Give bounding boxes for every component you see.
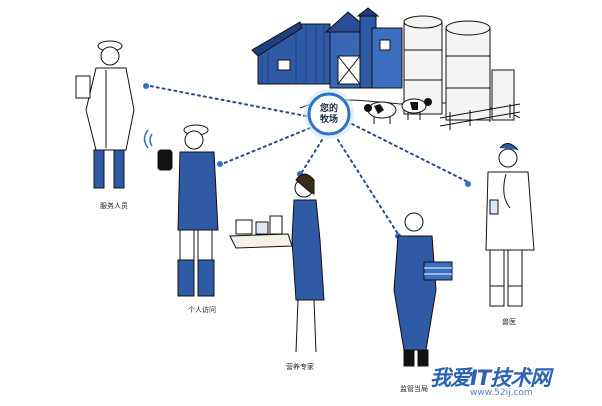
- connector-visit: [221, 127, 311, 165]
- connector-vet: [351, 123, 469, 183]
- label-nutrition: 营养专家: [286, 363, 314, 371]
- label-service: 服务人员: [100, 202, 128, 210]
- barn-illustration: [251, 7, 403, 89]
- connector-manager: [337, 139, 399, 235]
- label-manager: 监管当局: [400, 385, 428, 393]
- farm-hub: [304, 89, 354, 139]
- vet-illustration: [485, 143, 535, 307]
- service-person-illustration: [75, 40, 135, 189]
- regulator-illustration: [393, 212, 453, 367]
- watermark-text: 我爱IT技术网: [430, 366, 551, 390]
- label-visit: 个人访问: [188, 306, 216, 314]
- watermark-url: www.52ij.com: [470, 388, 533, 398]
- hub-line-2: 牧场: [319, 115, 338, 125]
- connector-nutrition: [301, 139, 323, 173]
- nutritionist-illustration: [229, 173, 325, 353]
- connector-lines: [149, 85, 469, 235]
- connector-service: [149, 85, 307, 117]
- hub-line-1: 您的: [319, 104, 338, 114]
- farm-hub-label: 您的 牧场: [306, 104, 352, 126]
- cows-illustration: [364, 98, 432, 124]
- visitor-person-illustration: [143, 124, 219, 297]
- label-vet: 兽医: [502, 318, 516, 326]
- farm-illustration: [251, 7, 521, 130]
